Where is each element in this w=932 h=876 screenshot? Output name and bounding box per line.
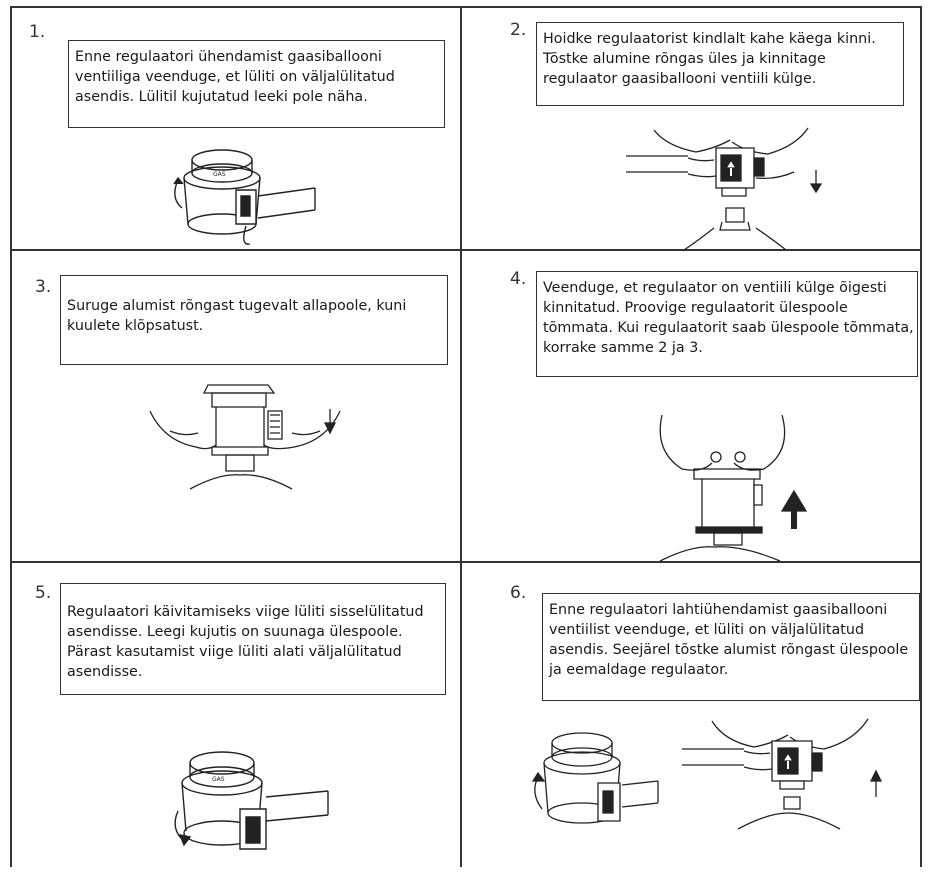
step-6-number: 6. xyxy=(510,583,527,603)
step-3-cell: 3. Suruge alumist rõngast tugevalt allap… xyxy=(10,251,460,561)
step-2-number: 2. xyxy=(510,20,527,40)
step-4-number: 4. xyxy=(510,269,527,289)
grid-line-row-1 xyxy=(10,249,922,251)
step-3-number: 3. xyxy=(35,277,52,297)
cap-logo-text-2: GAS xyxy=(212,776,225,783)
grid-line-row-2 xyxy=(10,561,922,563)
step-1-cell: 1. Enne regulaatori ühendamist gaasiball… xyxy=(10,6,460,249)
cap-logo-text-1: GAS xyxy=(213,171,226,178)
step-6-text: Enne regulaatori lahtiühendamist gaasiba… xyxy=(542,593,920,701)
grid-frame xyxy=(10,6,922,867)
step-2-text: Hoidke regulaatorist kindlalt kahe käega… xyxy=(536,22,904,106)
step-5-cell: 5. Regulaatori käivitamiseks viige lülit… xyxy=(10,563,460,867)
step-5-number: 5. xyxy=(35,583,52,603)
step-3-text: Suruge alumist rõngast tugevalt allapool… xyxy=(60,275,448,365)
instruction-sheet: 1. Enne regulaatori ühendamist gaasiball… xyxy=(10,6,922,867)
step-4-text: Veenduge, et regulaator on ventiili külg… xyxy=(536,271,918,377)
step-4-cell: 4. Veenduge, et regulaator on ventiili k… xyxy=(462,251,920,561)
regulator-side-icon: GAS xyxy=(150,138,330,248)
step-1-number: 1. xyxy=(29,22,46,42)
grid-line-top xyxy=(10,6,922,8)
grid-line-vertical-middle xyxy=(460,6,462,867)
step-1-text: Enne regulaatori ühendamist gaasiballoon… xyxy=(68,40,445,128)
hands-pull-up-icon xyxy=(642,411,832,561)
hands-attach-icon xyxy=(626,118,836,250)
grid-line-vertical-left xyxy=(10,6,12,867)
hands-detach-icon xyxy=(488,713,898,863)
hands-push-down-icon xyxy=(150,381,350,499)
grid-line-vertical-right xyxy=(920,6,922,867)
step-6-cell: 6. Enne regulaatori lahtiühendamist gaas… xyxy=(462,563,920,867)
step-5-text: Regulaatori käivitamiseks viige lüliti s… xyxy=(60,583,446,695)
regulator-switch-icon: GAS xyxy=(150,735,350,867)
step-2-cell: 2. Hoidke regulaatorist kindlalt kahe kä… xyxy=(462,6,920,249)
